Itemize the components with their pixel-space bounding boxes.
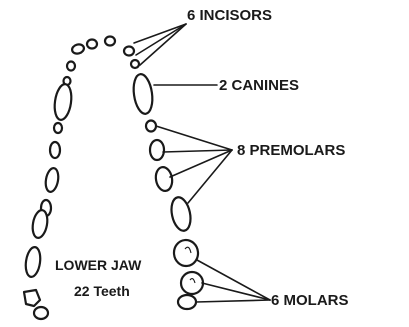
tooth-right-premolar-1 [146, 121, 156, 132]
tooth-left-premolar-3 [44, 167, 60, 193]
tooth-right-incisor-4 [131, 60, 139, 68]
incisors-pointer [134, 24, 186, 65]
tooth-right-incisor-3 [124, 47, 134, 56]
tooth-left-premolar-1 [54, 123, 62, 133]
tooth-right-molar-2 [181, 272, 203, 294]
tooth-left-premolar-2 [50, 142, 60, 158]
caption-teeth-count: 22 Teeth [74, 283, 130, 299]
tooth-right-molar-3 [178, 295, 196, 309]
canines-label: 2 CANINES [219, 77, 299, 94]
tooth-right-incisor-2 [105, 37, 115, 46]
molars-pointer [196, 260, 270, 302]
molars-label: 6 MOLARS [271, 292, 349, 309]
tooth-left-molar-3 [24, 290, 40, 306]
tooth-right-premolar-2 [150, 140, 164, 160]
tooth-right-molar-1 [173, 239, 199, 267]
tooth-right-premolar-3 [154, 166, 174, 192]
tooth-left-canine [53, 83, 74, 121]
caption-title: LOWER JAW [55, 257, 142, 273]
tooth-left-incisor-2 [67, 62, 75, 71]
tooth-left-molar-1 [31, 209, 50, 239]
tooth-right-incisor-1 [87, 40, 97, 49]
tooth-left-incisor-3 [71, 43, 85, 55]
left-tooth-row [24, 43, 85, 319]
tooth-left-molar-2 [24, 246, 42, 278]
tooth-right-canine [131, 73, 154, 115]
incisors-label: 6 INCISORS [187, 7, 272, 24]
premolars-label: 8 PREMOLARS [237, 142, 345, 159]
tooth-left-molar-4 [34, 307, 48, 319]
